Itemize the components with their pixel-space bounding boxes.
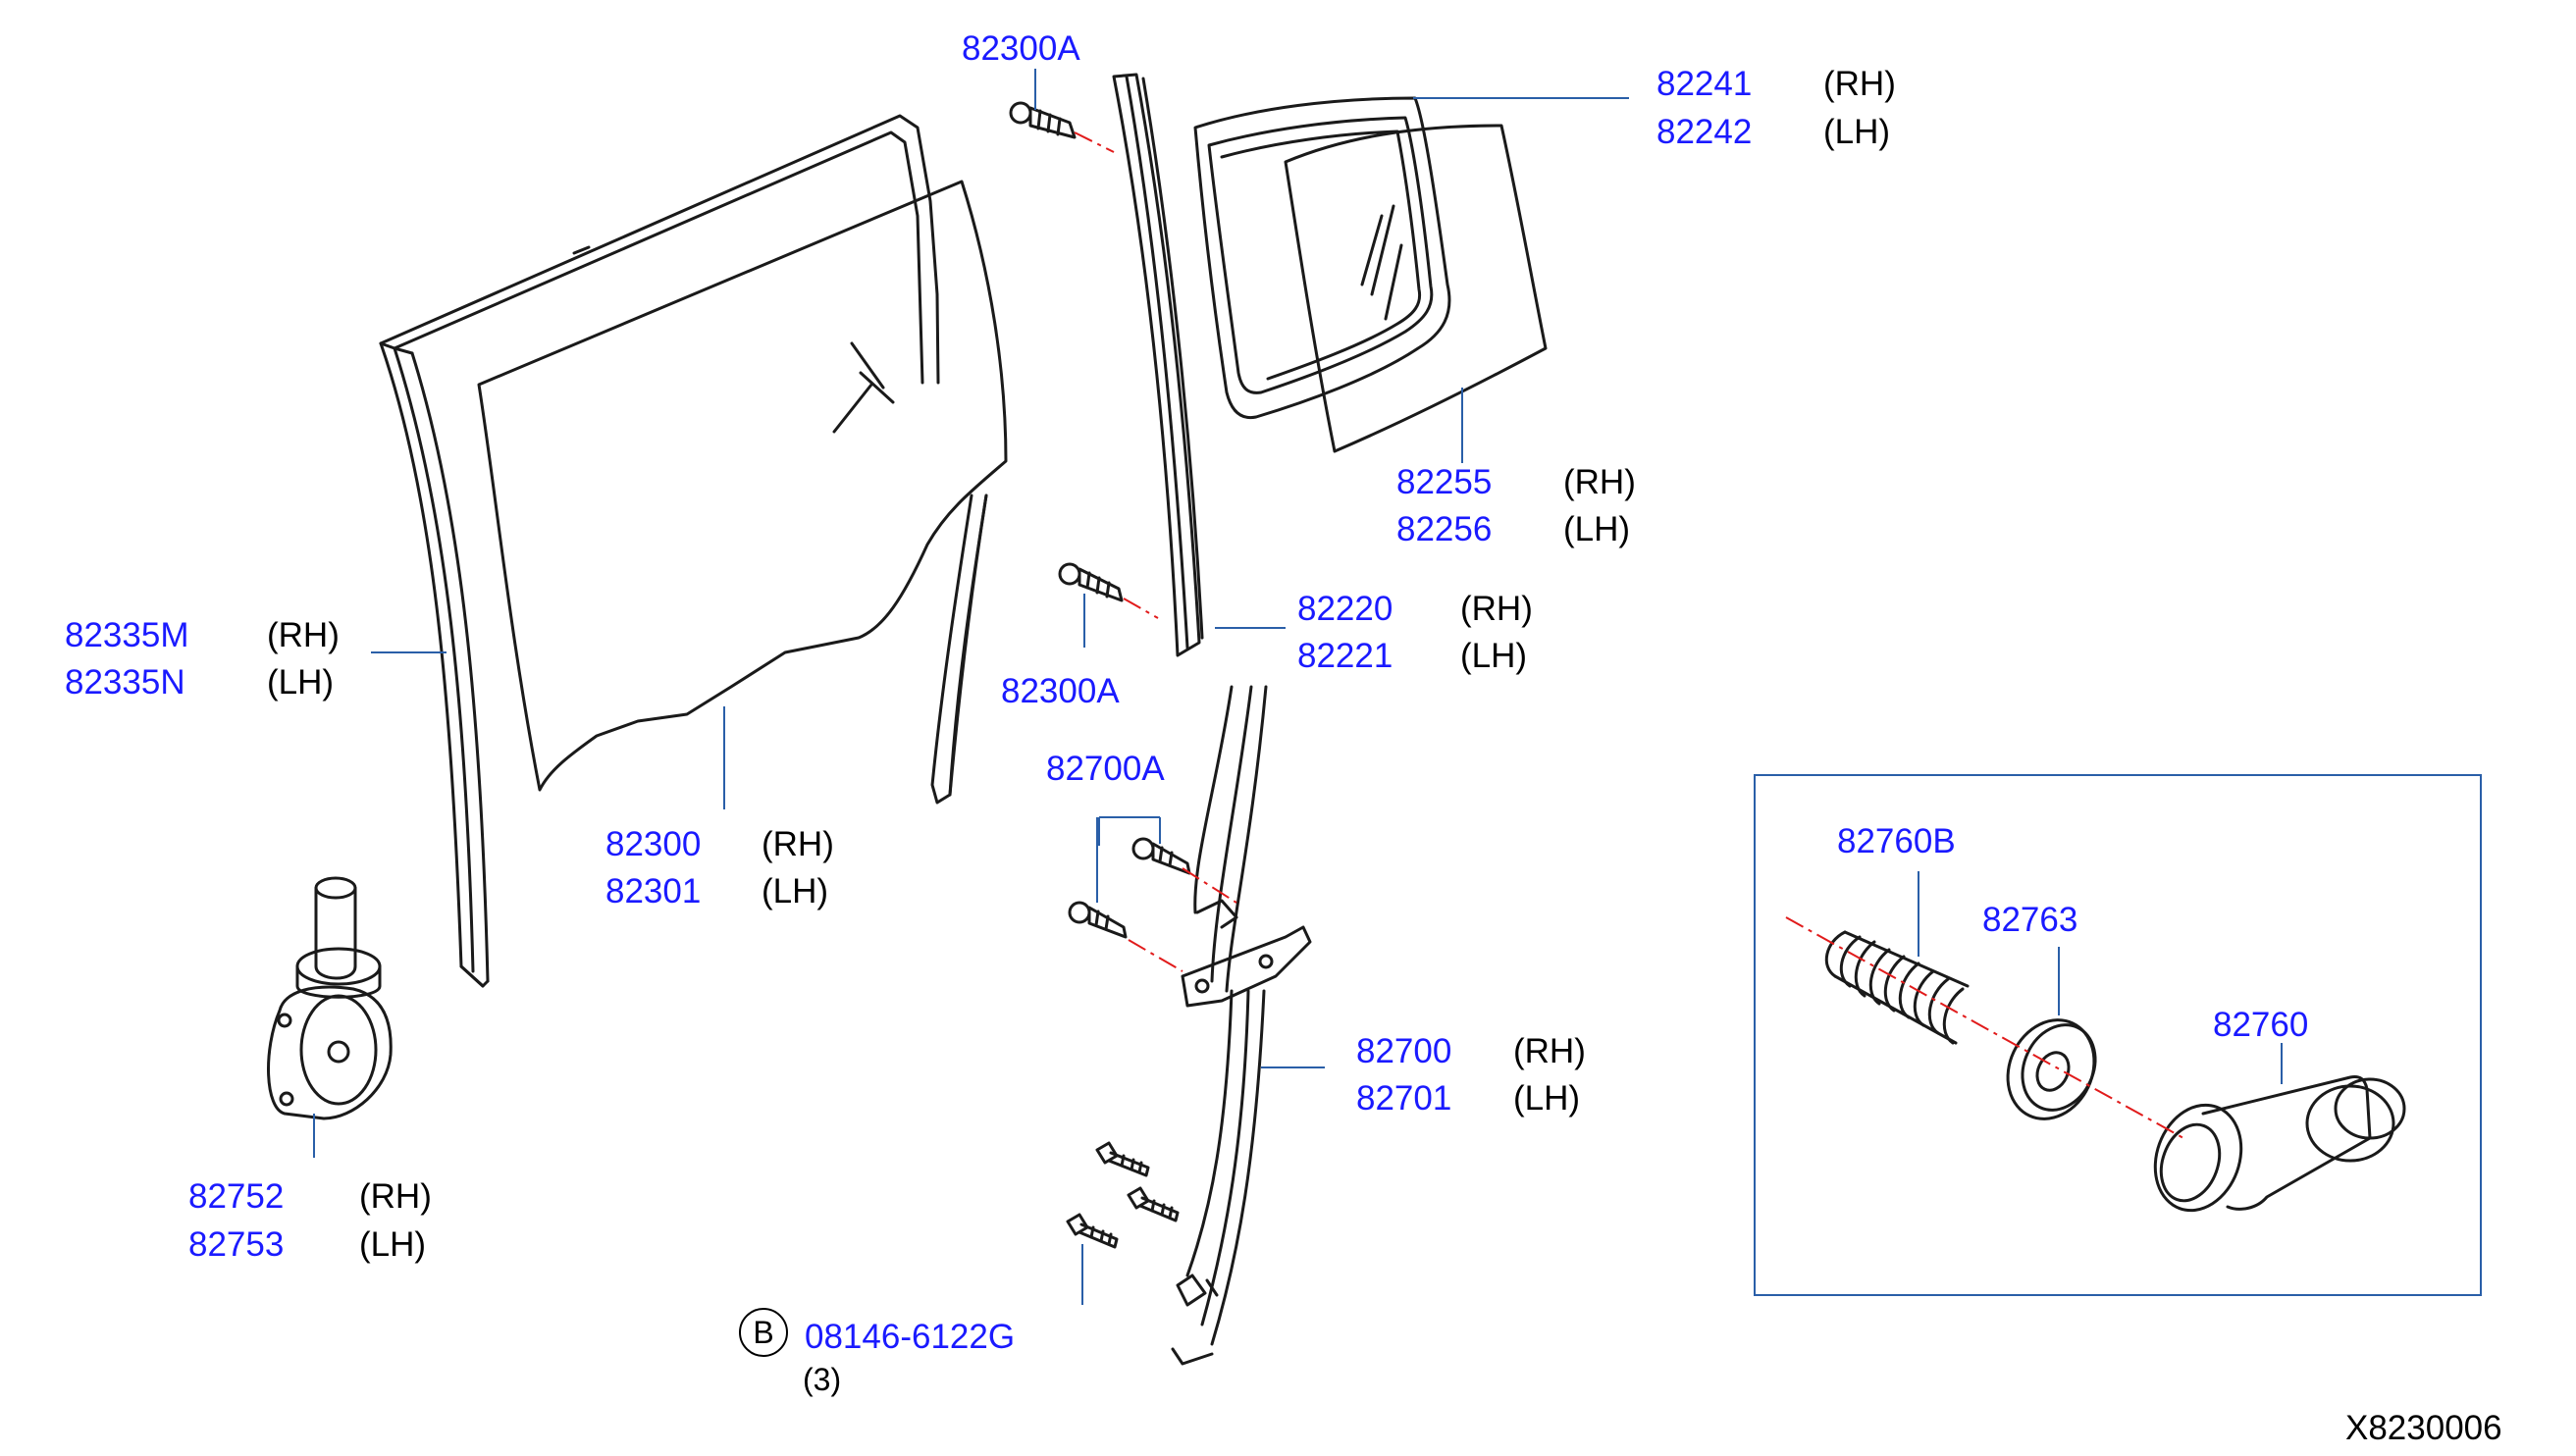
label-82701: 82701: [1356, 1079, 1452, 1118]
label-82701-lh: (LH): [1513, 1079, 1581, 1118]
label-08146-6122g: 08146-6122G: [805, 1318, 1016, 1356]
label-82700a: 82700A: [1046, 750, 1165, 788]
label-82256-lh: (LH): [1563, 510, 1631, 548]
label-82335n: 82335N: [65, 663, 185, 702]
label-82752: 82752: [188, 1177, 285, 1216]
diagram-id: X8230006: [2345, 1409, 2502, 1447]
label-82221: 82221: [1297, 637, 1393, 675]
division-sash: [1112, 73, 1204, 657]
door-glass: [477, 180, 1008, 792]
bolt-3: [1066, 1213, 1119, 1249]
screw-82700a-lower: [1068, 901, 1128, 939]
label-82335m: 82335M: [65, 616, 189, 654]
center-lines: [1074, 131, 2184, 1139]
leader-lines: [313, 69, 2283, 1305]
rear-glass-channel: [930, 494, 988, 805]
window-crank-handle: [2153, 1075, 2406, 1213]
regulator-base: [267, 876, 393, 1120]
label-82760: 82760: [2213, 1006, 2309, 1044]
spring: [1824, 930, 1970, 1045]
label-82255: 82255: [1396, 463, 1493, 501]
label-82335m-rh: (RH): [267, 616, 340, 654]
label-82255-rh: (RH): [1563, 463, 1636, 501]
label-82256: 82256: [1396, 510, 1493, 548]
label-quantity: (3): [803, 1362, 842, 1397]
label-82300: 82300: [605, 825, 702, 863]
screw-mid: [1058, 562, 1124, 602]
washer: [2006, 1018, 2097, 1120]
label-82700-rh: (RH): [1513, 1032, 1586, 1070]
label-82300a-mid: 82300A: [1001, 672, 1120, 710]
label-82241: 82241: [1656, 65, 1753, 103]
label-82242: 82242: [1656, 113, 1753, 151]
label-82300a-top: 82300A: [962, 29, 1080, 68]
label-82335n-lh: (LH): [267, 663, 335, 702]
label-82301-lh: (LH): [762, 872, 829, 910]
glass-run-channel: [379, 114, 940, 988]
quarter-glass-weatherstrip: [1193, 96, 1451, 420]
quarter-glass: [1284, 124, 1548, 453]
bolt-2: [1127, 1186, 1180, 1222]
label-82241-rh: (RH): [1823, 65, 1896, 103]
label-82700: 82700: [1356, 1032, 1452, 1070]
label-82301: 82301: [605, 872, 702, 910]
screw-82700a-upper: [1131, 837, 1191, 875]
label-82753: 82753: [188, 1225, 285, 1264]
callout-b-circle: B: [739, 1308, 788, 1357]
label-82220-rh: (RH): [1460, 590, 1533, 628]
label-82221-lh: (LH): [1460, 637, 1528, 675]
label-82760b: 82760B: [1837, 822, 1956, 860]
label-82220: 82220: [1297, 590, 1393, 628]
window-regulator: [1171, 685, 1312, 1366]
label-82752-rh: (RH): [359, 1177, 432, 1216]
screw-top: [1009, 101, 1077, 139]
inset-frame: [1754, 774, 2482, 1296]
label-82242-lh: (LH): [1823, 113, 1891, 151]
label-82300-rh: (RH): [762, 825, 834, 863]
label-82753-lh: (LH): [359, 1225, 427, 1264]
bolt-1: [1095, 1141, 1150, 1177]
label-82763: 82763: [1982, 901, 2078, 939]
